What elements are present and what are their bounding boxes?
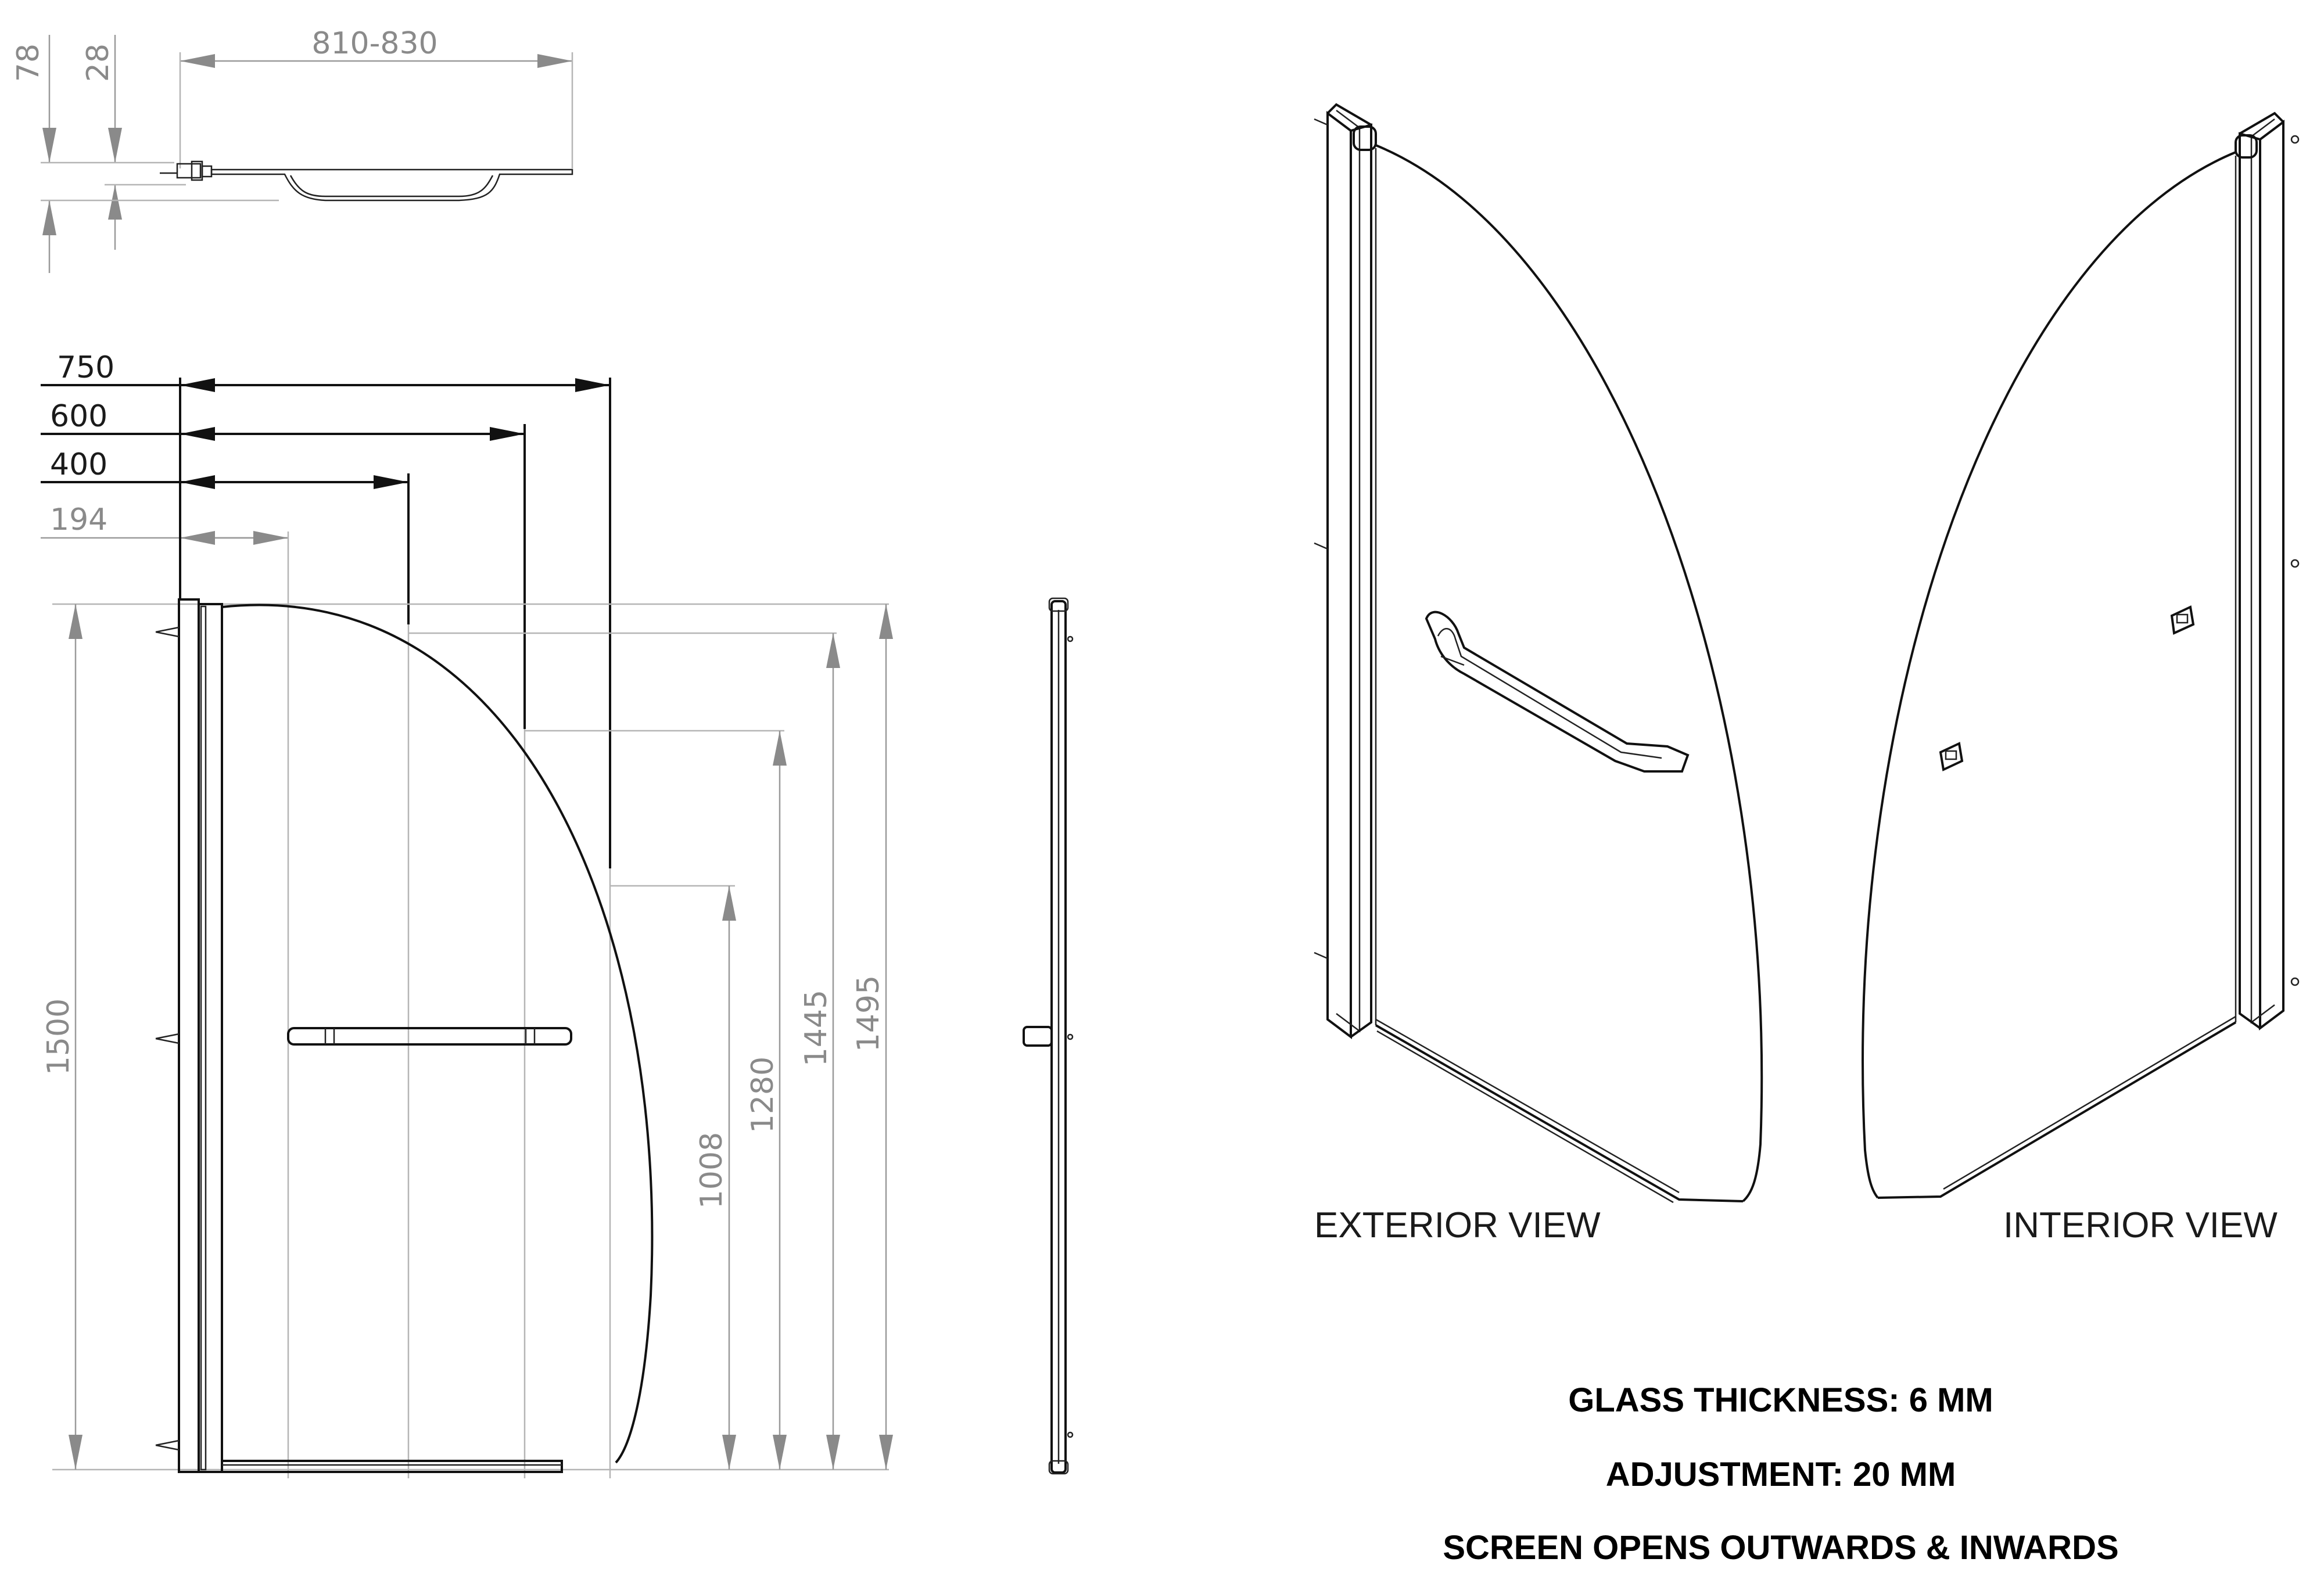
side-view [1023, 597, 1074, 1475]
dim-1008-label: 1008 [694, 1132, 729, 1209]
dim-1280-label: 1280 [745, 1057, 780, 1133]
dim-1500-label: 1500 [41, 999, 76, 1075]
front-towel-bar [287, 1027, 572, 1046]
dim-194-label: 194 [50, 502, 107, 537]
front-view: 750 600 400 194 1500 1008 1280 14 [41, 350, 893, 1478]
note-glass-thickness: GLASS THICKNESS: 6 MM [1568, 1381, 1993, 1419]
dim-750-label: 750 [57, 350, 114, 385]
plan-width-label: 810-830 [311, 26, 437, 61]
plan-depth-78-label: 78 [11, 44, 46, 82]
interior-view-label: INTERIOR VIEW [2003, 1205, 2278, 1245]
exterior-handle [1425, 610, 1690, 773]
dim-1495-label: 1495 [851, 975, 886, 1052]
dim-600-label: 600 [50, 399, 107, 434]
note-adjustment: ADJUSTMENT: 20 MM [1606, 1456, 1956, 1493]
notes: GLASS THICKNESS: 6 MM ADJUSTMENT: 20 MM … [1443, 1381, 2118, 1567]
plan-depth-28-label: 28 [81, 44, 116, 82]
front-screen [155, 598, 654, 1473]
dim-400-label: 400 [50, 447, 107, 482]
dim-1445-label: 1445 [799, 990, 834, 1066]
plan-outline [160, 160, 573, 202]
interior-view: INTERIOR VIEW [1862, 112, 2300, 1245]
interior-handle-mounts [1939, 605, 2195, 771]
exterior-view: EXTERIOR VIEW [1314, 103, 1763, 1245]
exterior-view-label: EXTERIOR VIEW [1314, 1205, 1601, 1245]
note-opening: SCREEN OPENS OUTWARDS & INWARDS [1443, 1529, 2118, 1567]
plan-view: 810-830 78 28 [11, 26, 573, 273]
